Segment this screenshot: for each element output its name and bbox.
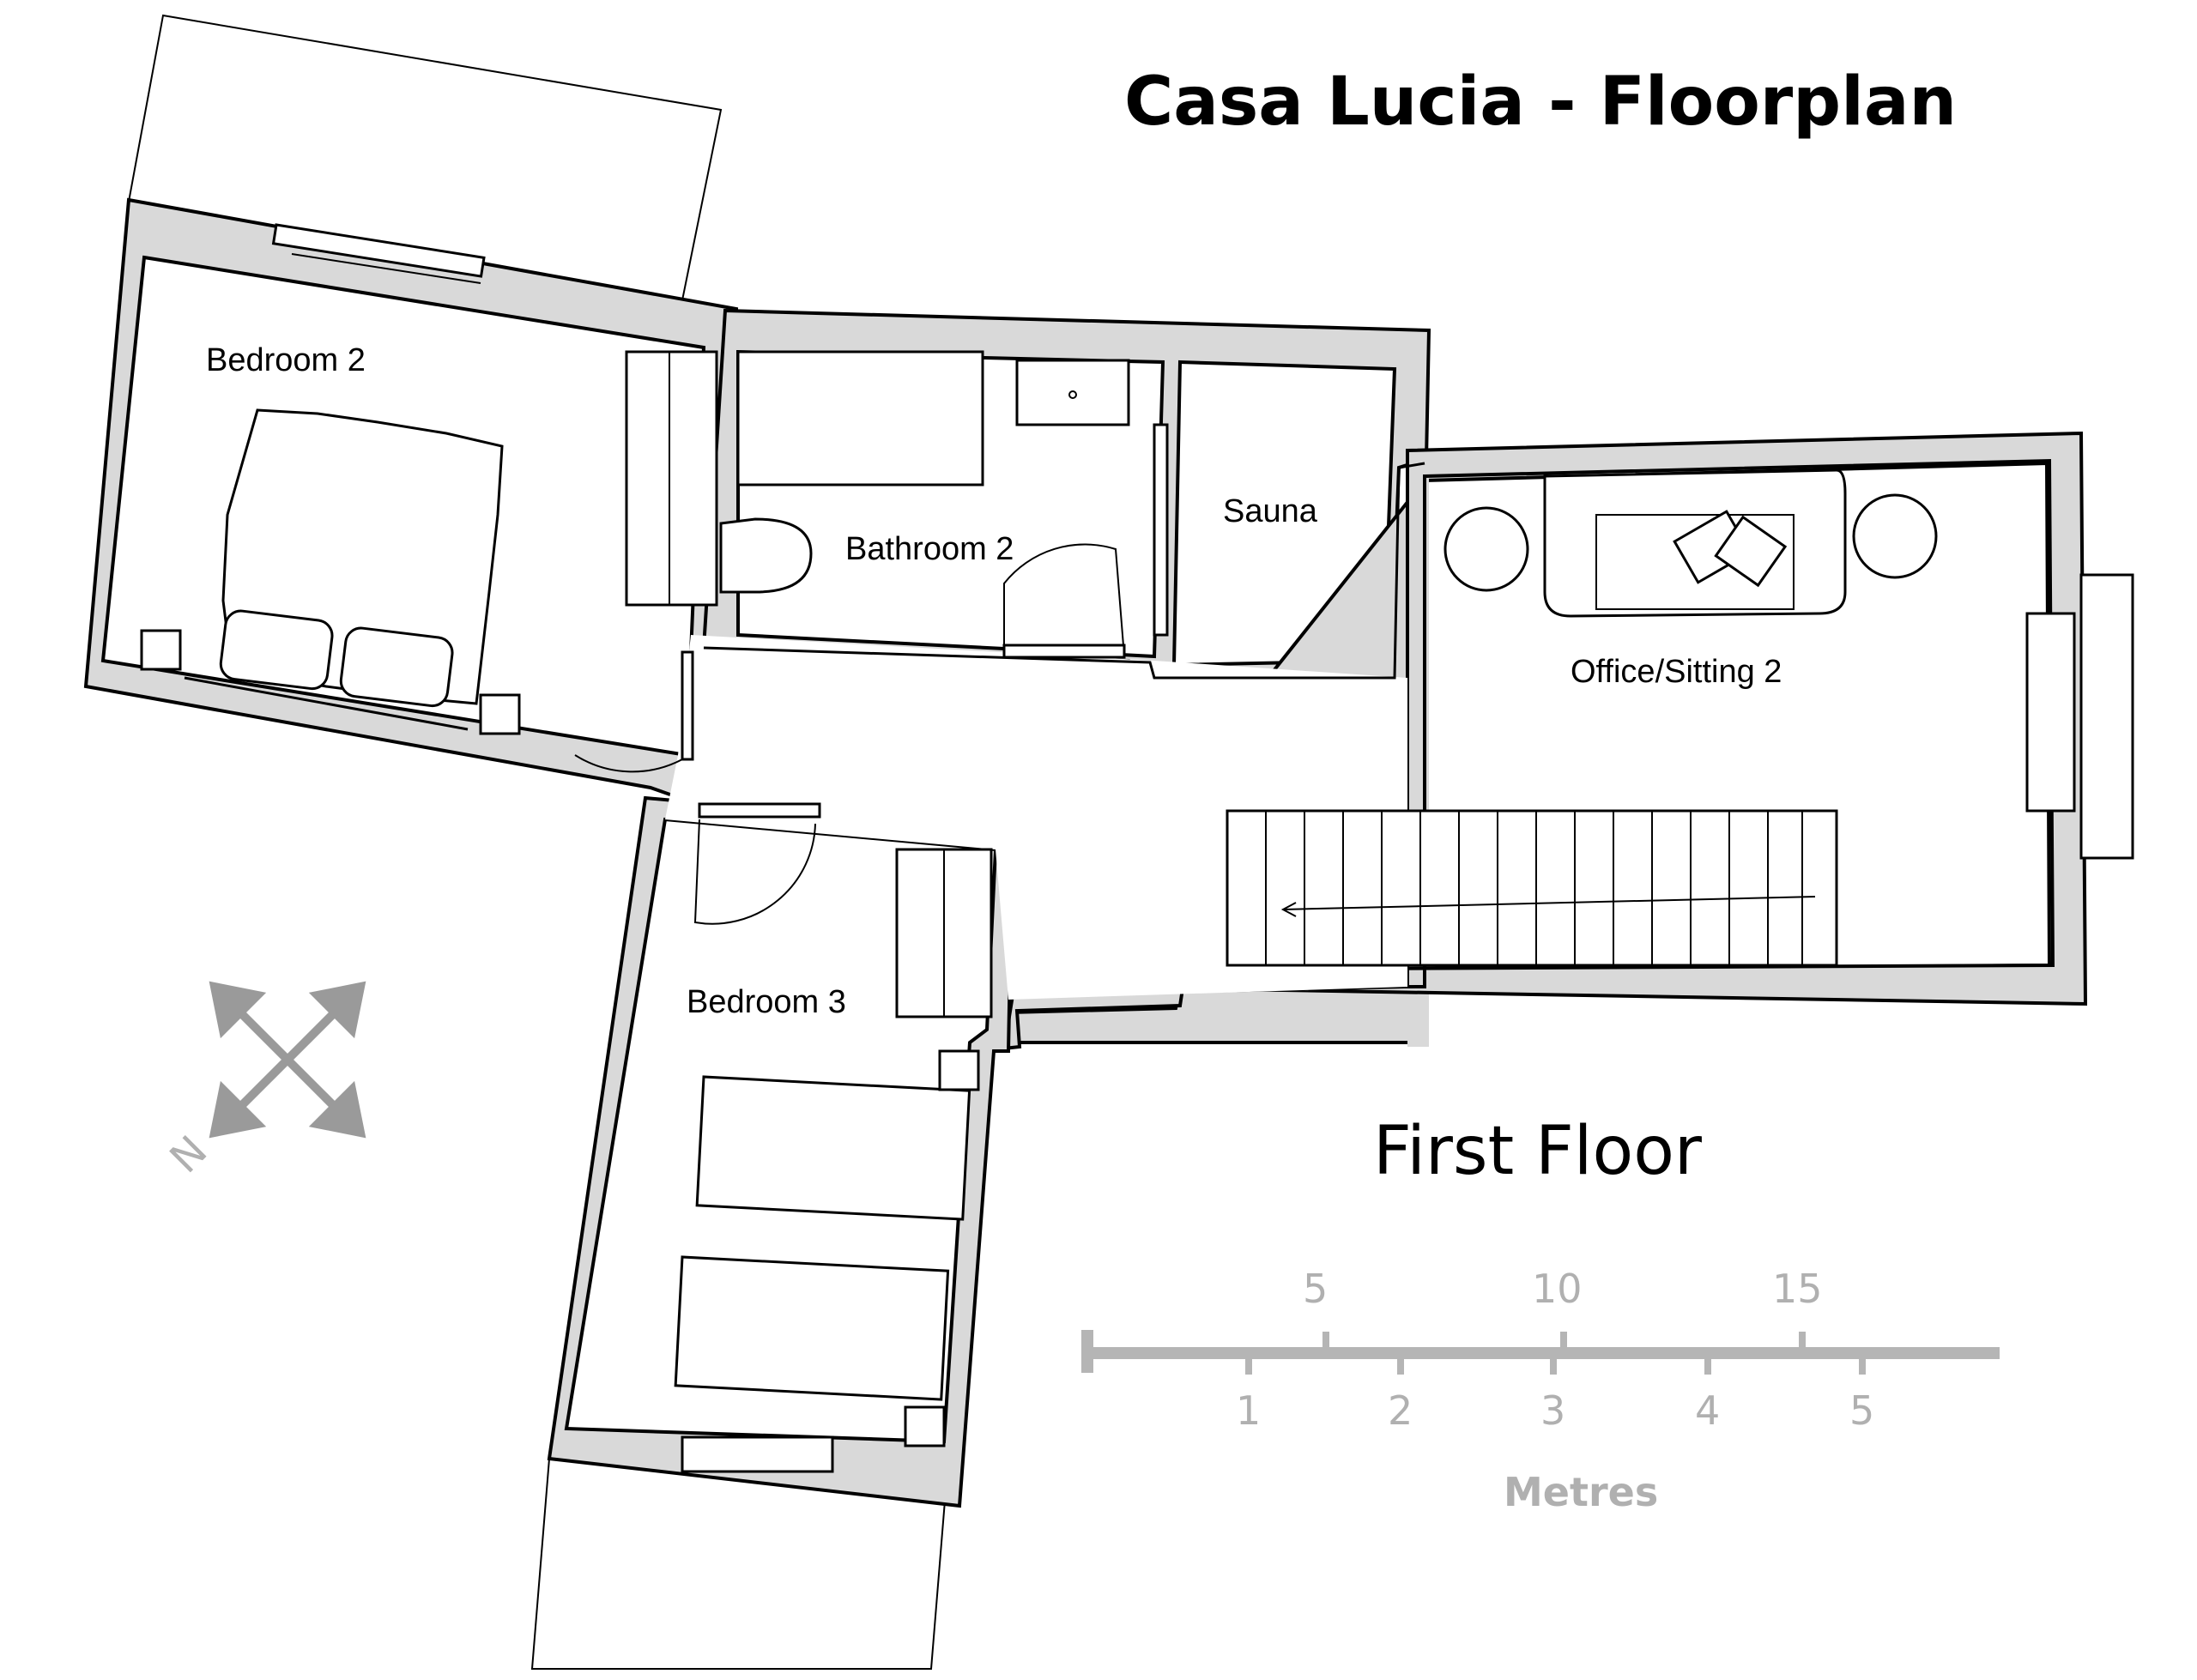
- compass-icon: [209, 981, 366, 1139]
- nightstand-right: [479, 693, 521, 735]
- staircase: [1226, 809, 1838, 967]
- scale-feet-5: 5: [1303, 1266, 1328, 1312]
- bed-single-1: [695, 1075, 971, 1221]
- floor-label: First Floor: [1373, 1113, 1703, 1190]
- shower-tray: [736, 350, 984, 486]
- room-label-office: Office/Sitting 2: [1571, 654, 1782, 690]
- scale-metre-1: 1: [1236, 1387, 1261, 1434]
- nightstand-left: [140, 629, 182, 671]
- balcony: [2079, 573, 2134, 860]
- bedroom3-door-leaf: [698, 802, 821, 819]
- bed-single-2: [674, 1255, 950, 1401]
- room-label-bathroom2: Bathroom 2: [845, 531, 1014, 567]
- scale-bar: [1081, 1330, 2000, 1375]
- corridor-floor: [665, 635, 1407, 1000]
- sauna-door: [1153, 423, 1169, 637]
- scale-metre-2: 2: [1388, 1387, 1413, 1434]
- room-label-sauna: Sauna: [1223, 493, 1318, 529]
- scale-unit-label: Metres: [1504, 1469, 1658, 1515]
- pillow-left: [219, 609, 334, 691]
- headboard: [184, 676, 469, 731]
- door-leaf: [681, 650, 694, 761]
- bathroom-door: [1003, 543, 1125, 657]
- scale-metre-5: 5: [1849, 1387, 1874, 1434]
- sink-drain: [1068, 390, 1077, 399]
- bathroom-door-leaf: [1002, 644, 1126, 659]
- page-title: Casa Lucia - Floorplan: [1124, 63, 1957, 141]
- bedroom2-door: [574, 652, 683, 773]
- cushion-2: [1714, 515, 1788, 588]
- window-line: [291, 253, 481, 284]
- bedroom3-door: [693, 819, 816, 925]
- toilet: [719, 517, 813, 594]
- room-label-bedroom3: Bedroom 3: [687, 984, 846, 1020]
- scale-metre-3: 3: [1540, 1387, 1565, 1434]
- bedroom3-nightstand-top: [938, 1049, 980, 1091]
- bedroom3-window: [681, 1435, 834, 1473]
- sofa-seat: [1595, 514, 1795, 610]
- room-label-bedroom2: Bedroom 2: [206, 342, 366, 378]
- compass-north-label: N: [160, 1127, 216, 1182]
- corridor-outline: [703, 462, 1425, 680]
- scale-metre-4: 4: [1695, 1387, 1720, 1434]
- bedroom3-nightstand-bottom: [904, 1405, 946, 1447]
- sink: [1015, 359, 1130, 426]
- pillow-right: [339, 626, 454, 708]
- balcony-door: [2025, 612, 2076, 813]
- scale-feet-15: 15: [1772, 1266, 1823, 1312]
- side-table-right: [1852, 493, 1938, 579]
- scale-feet-10: 10: [1532, 1266, 1583, 1312]
- bedroom2-wardrobe: [625, 350, 718, 607]
- bedroom2-window: [271, 223, 486, 278]
- side-table-left: [1443, 506, 1529, 592]
